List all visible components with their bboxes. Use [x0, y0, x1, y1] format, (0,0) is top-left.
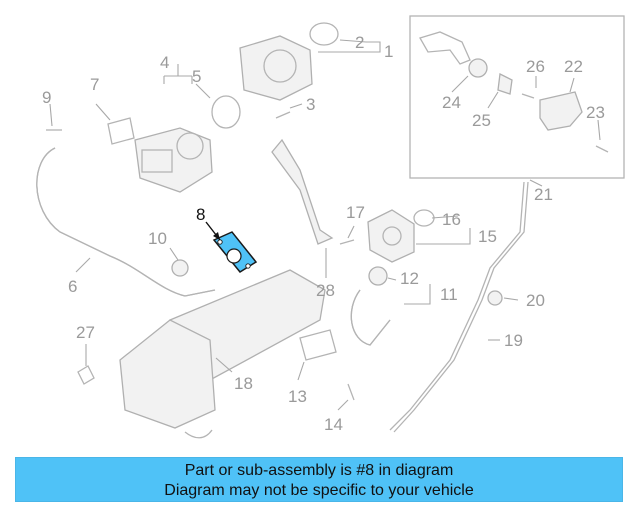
callout-1: 1	[384, 42, 393, 61]
callout-5: 5	[192, 67, 201, 86]
egr-cooler-part	[119, 269, 326, 439]
sensor-screw-part	[595, 145, 609, 153]
callout-3: 3	[306, 95, 315, 114]
callout-18: 18	[234, 374, 253, 393]
callout-labels: 1 2 3 4 5 6 7 8 9 10 11 12 13 14 15 16 1…	[42, 33, 605, 434]
fitting-12-part	[368, 266, 388, 286]
gasket-8-highlighted[interactable]	[212, 231, 258, 273]
bolt-3-part	[275, 111, 291, 119]
tube-21-part	[389, 181, 525, 431]
callout-8-arrowhead	[213, 232, 220, 240]
callout-2: 2	[355, 33, 364, 52]
egr-valve-part	[134, 127, 213, 193]
callout-24: 24	[442, 93, 461, 112]
callout-23: 23	[586, 103, 605, 122]
callout-15: 15	[478, 227, 497, 246]
callout-8: 8	[196, 205, 205, 224]
clip-part	[497, 73, 513, 95]
flange-15-part	[367, 209, 415, 263]
callout-19: 19	[504, 331, 523, 350]
callout-20: 20	[526, 291, 545, 310]
callout-6: 6	[68, 277, 77, 296]
leader-lines	[49, 39, 601, 411]
callout-4: 4	[160, 53, 169, 72]
gasket-5-part	[211, 95, 241, 129]
inset-panel	[409, 15, 625, 179]
sensor-bolt-part	[521, 93, 535, 99]
callout-11: 11	[440, 285, 458, 304]
callout-10: 10	[148, 229, 167, 248]
egr-pipe-outline	[36, 147, 216, 297]
bolt-17-part	[339, 239, 355, 245]
connector-27-part	[77, 365, 95, 385]
caption-line-2: Diagram may not be specific to your vehi…	[164, 482, 474, 499]
bracket-part	[419, 31, 471, 65]
gasket-16-part	[413, 209, 435, 227]
gasket-2-part	[309, 22, 339, 46]
tube-19-part	[393, 181, 529, 433]
callout-9: 9	[42, 88, 51, 107]
gasket-13-part	[299, 329, 337, 361]
callout-22: 22	[564, 57, 583, 76]
bolt-14-part	[347, 383, 355, 401]
callout-12: 12	[400, 269, 419, 288]
callout-17: 17	[346, 203, 365, 222]
callout-26: 26	[526, 57, 545, 76]
callout-7: 7	[90, 75, 99, 94]
callout-28: 28	[316, 281, 335, 300]
throttle-body-part	[239, 35, 313, 101]
gasket-7-part	[107, 117, 135, 145]
callout-25: 25	[472, 111, 491, 130]
callout-16: 16	[442, 210, 461, 229]
grommet-part	[468, 58, 488, 78]
callout-21: 21	[534, 185, 553, 204]
callout-13: 13	[288, 387, 307, 406]
pressure-sensor-part	[539, 91, 583, 131]
bracket-28-part	[271, 138, 334, 245]
nut-10-part	[171, 259, 189, 277]
caption-banner: Part or sub-assembly is #8 in diagram Di…	[15, 457, 623, 502]
callout-14: 14	[324, 415, 343, 434]
nut-20-part	[487, 290, 503, 306]
caption-line-1: Part or sub-assembly is #8 in diagram	[184, 462, 454, 479]
callout-27: 27	[76, 323, 95, 342]
pipe-11-outline	[350, 289, 391, 346]
